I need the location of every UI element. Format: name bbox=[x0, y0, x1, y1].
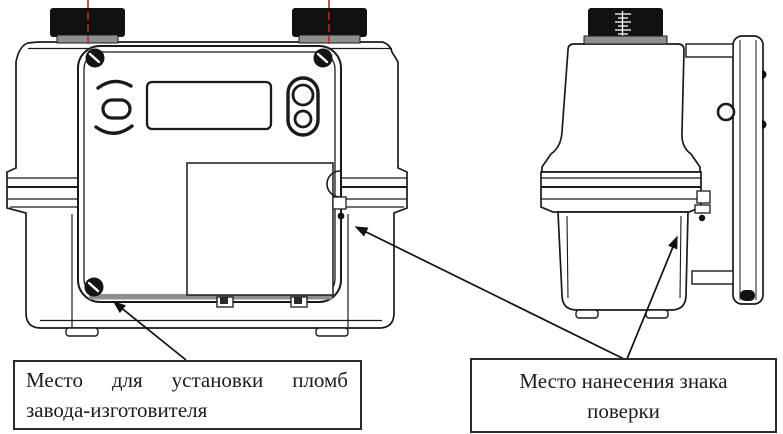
fitting-thread-marks bbox=[615, 11, 631, 36]
button-oval bbox=[101, 98, 132, 120]
seal-screw-top-right bbox=[313, 48, 333, 68]
panel-clip-left bbox=[216, 296, 234, 308]
seal-screw-bottom-left bbox=[84, 277, 104, 297]
meter-button bbox=[94, 79, 134, 135]
side-flange-ridges bbox=[541, 177, 701, 200]
seal-screw-top-left bbox=[85, 48, 105, 68]
side-lower-body bbox=[557, 211, 689, 311]
arrow-factory-seals bbox=[112, 301, 187, 361]
front-right-foot bbox=[315, 327, 349, 337]
side-view bbox=[540, 8, 767, 319]
side-verification-seal-spot bbox=[694, 190, 711, 222]
arrow-verification-front bbox=[354, 226, 625, 360]
side-left-foot bbox=[575, 309, 599, 319]
callout-factory-seals: Место для установки пломб завода-изготов… bbox=[13, 360, 362, 430]
side-upper-body bbox=[541, 43, 701, 173]
callout-factory-seals-line1: Место для установки пломб bbox=[26, 368, 348, 392]
bracket-bottom-plate bbox=[691, 270, 734, 285]
side-tub-inner-left bbox=[566, 215, 569, 299]
optical-port-upper-lens bbox=[291, 83, 315, 107]
bracket-screw-hole bbox=[716, 102, 736, 122]
callout-verification-mark: Место нанесения знака поверки bbox=[470, 358, 777, 433]
arrow-verification-side bbox=[626, 235, 678, 360]
front-left-flange bbox=[7, 177, 78, 208]
front-right-pipe-fitting bbox=[292, 8, 367, 37]
button-arc-bottom bbox=[94, 124, 134, 135]
front-left-pipe-fitting bbox=[50, 8, 125, 37]
bracket-bump-upper bbox=[762, 70, 767, 79]
callout-verification-mark-line2: поверки bbox=[587, 399, 660, 423]
side-fitting-collar bbox=[583, 35, 668, 45]
callout-arrows bbox=[112, 226, 678, 361]
nameplate bbox=[186, 162, 334, 296]
front-verification-seal-spot bbox=[326, 170, 347, 220]
bracket-top-plate bbox=[685, 43, 734, 58]
front-right-flange bbox=[341, 177, 407, 208]
button-arc-top bbox=[96, 79, 133, 90]
bracket-bump-lower bbox=[762, 120, 767, 129]
front-left-foot bbox=[65, 327, 99, 337]
bracket-foot bbox=[740, 290, 755, 301]
callout-verification-mark-line1: Место нанесения знака bbox=[519, 369, 728, 393]
panel-clip-right bbox=[290, 296, 308, 308]
optical-port-lower-lens bbox=[293, 109, 313, 129]
mounting-bracket bbox=[685, 35, 767, 305]
side-right-foot bbox=[645, 309, 669, 319]
callout-factory-seals-line2: завода-изготовителя bbox=[26, 398, 208, 422]
side-flange bbox=[540, 171, 702, 213]
front-view bbox=[6, 0, 408, 337]
panel-bottom-seam bbox=[89, 294, 332, 300]
lcd-display bbox=[145, 80, 273, 131]
optical-port bbox=[286, 76, 320, 137]
side-tub-inner-right bbox=[679, 215, 682, 299]
